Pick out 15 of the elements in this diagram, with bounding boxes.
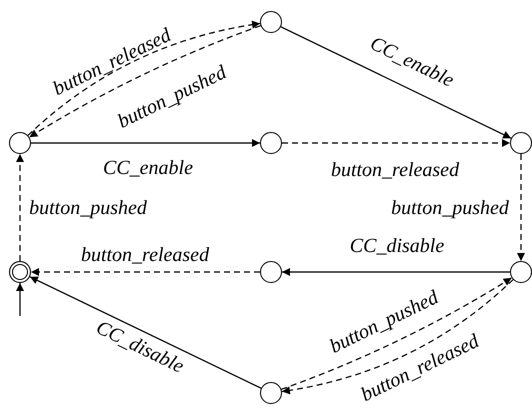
edge-label: button_released [80,245,210,265]
edge-label: button_released [330,160,460,180]
edge-label: CC_disable [350,236,444,256]
edge-label: button_pushed [29,198,147,218]
transition-arrow [30,276,262,389]
transition-arrow [31,139,260,147]
edge-label: button_pushed [391,198,509,218]
transition-arrow [16,154,24,261]
transition-arrow [282,268,510,276]
transition-arrow [282,139,510,147]
transition-arrow [280,26,512,139]
edge-label: CC_enable [103,158,193,178]
transition-arrow [31,268,260,276]
transition-arrow [517,154,525,261]
initial-arrow [16,283,24,316]
